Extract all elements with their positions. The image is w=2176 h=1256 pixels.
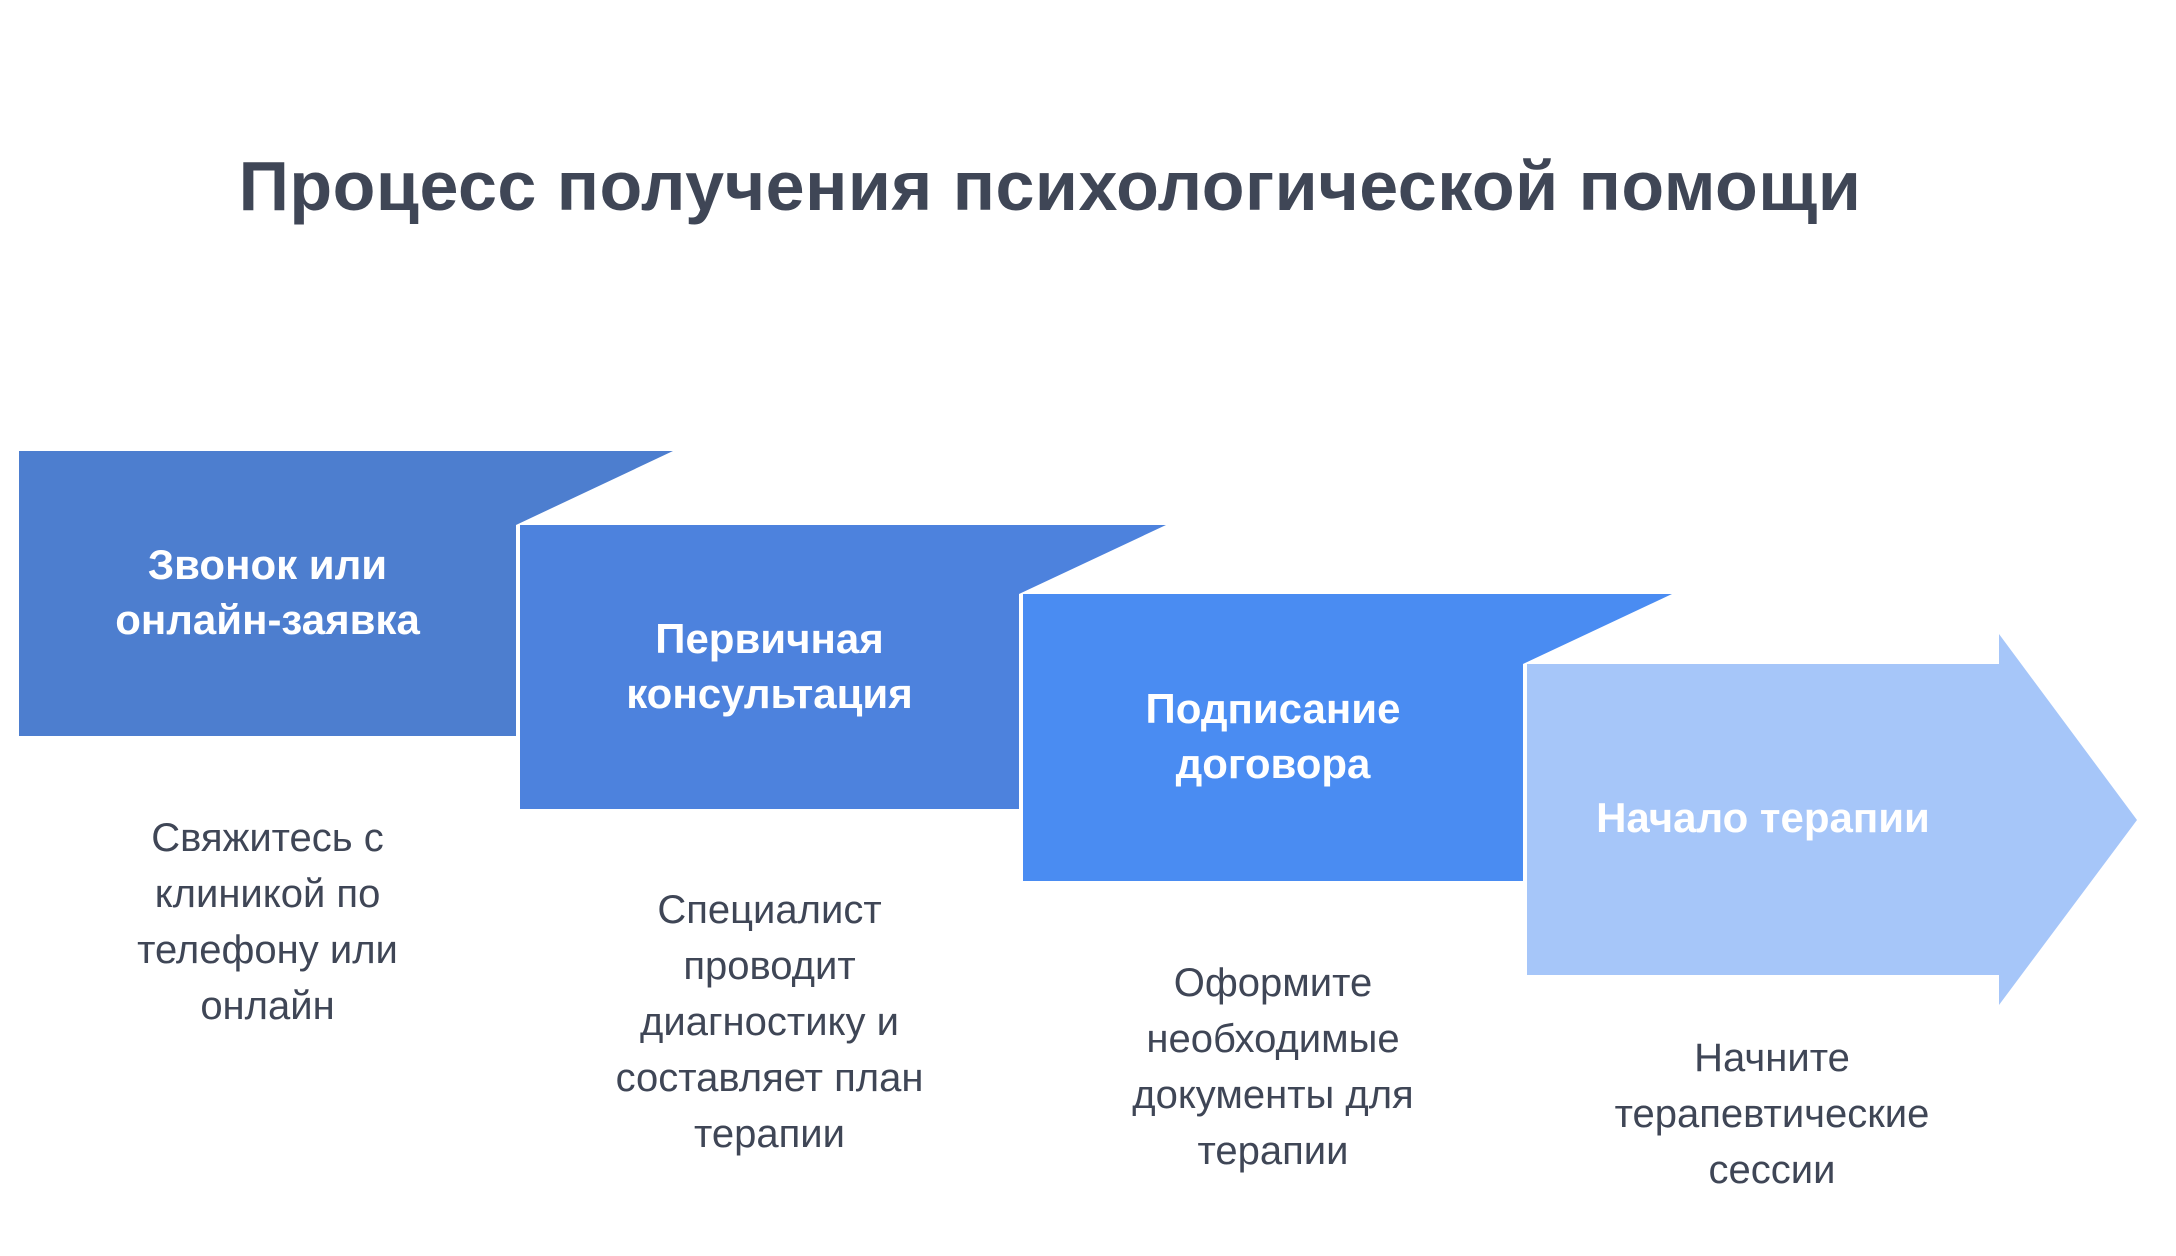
step-4-description: Начните терапевтические сессии	[1614, 1036, 1930, 1192]
step-2-description: Специалист проводит диагностику и состав…	[615, 888, 924, 1156]
diagram-title: Процесс получения психологической помощи	[238, 147, 1862, 225]
step-3-label: Подписание договора	[1145, 685, 1401, 787]
step-2-label: Первичная консультация	[626, 615, 913, 717]
step-4-arrow-shape	[1527, 634, 2137, 1005]
step-4-label: Начало терапии	[1596, 794, 1930, 841]
step-1-description: Свяжитесь с клиникой по телефону или онл…	[137, 816, 398, 1028]
step-3-description: Оформите необходимые документы для терап…	[1132, 961, 1414, 1173]
step-1-label: Звонок или онлайн-заявка	[115, 541, 420, 643]
